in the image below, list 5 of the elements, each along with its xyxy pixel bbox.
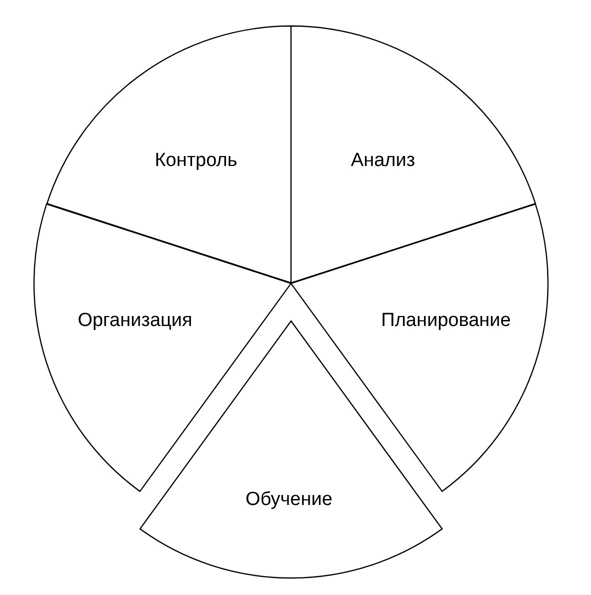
slice-label: Обучение — [246, 489, 332, 511]
slice-label: Планирование — [381, 310, 511, 332]
slice-label: Организация — [78, 310, 192, 332]
slice-label: Анализ — [350, 150, 416, 172]
slice-label: Контроль — [154, 150, 238, 172]
